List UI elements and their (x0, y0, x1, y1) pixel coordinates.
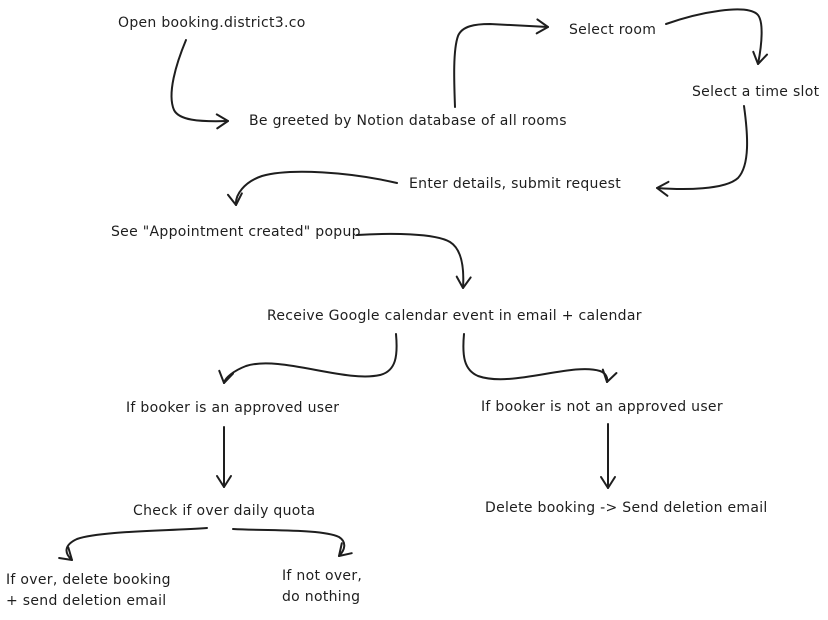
node-if-over: If over, delete booking + send deletion … (6, 572, 171, 609)
node-receive-calendar-event: Receive Google calendar event in email +… (267, 308, 642, 324)
arrow-select-room-to-time-slot (665, 8, 769, 65)
arrow-quota-to-if-not-over (232, 528, 353, 557)
arrow-enter-details-to-popup (226, 170, 398, 206)
node-open-site: Open booking.district3.co (118, 15, 306, 31)
node-enter-details: Enter details, submit request (409, 176, 622, 192)
arrow-greeted-to-select-room (453, 18, 549, 108)
arrow-time-slot-to-enter-details (656, 105, 749, 197)
node-appointment-popup: See "Appointment created" popup (111, 224, 361, 240)
node-select-time-slot: Select a time slot (692, 84, 820, 100)
node-if-not-over: If not over, do nothing (282, 568, 363, 605)
node-approved-user: If booker is an approved user (126, 400, 340, 416)
node-notion-database: Be greeted by Notion database of all roo… (249, 113, 567, 129)
arrow-receive-to-approved (218, 333, 398, 384)
arrow-receive-to-not-approved (462, 333, 618, 383)
node-select-room: Select room (569, 22, 657, 38)
arrow-quota-to-if-over (58, 527, 208, 561)
arrow-open-to-greeted (170, 39, 229, 130)
node-check-quota: Check if over daily quota (133, 503, 316, 519)
node-not-approved-user: If booker is not an approved user (481, 399, 723, 415)
arrow-popup-to-receive (356, 232, 472, 289)
node-delete-booking: Delete booking -> Send deletion email (485, 500, 768, 516)
